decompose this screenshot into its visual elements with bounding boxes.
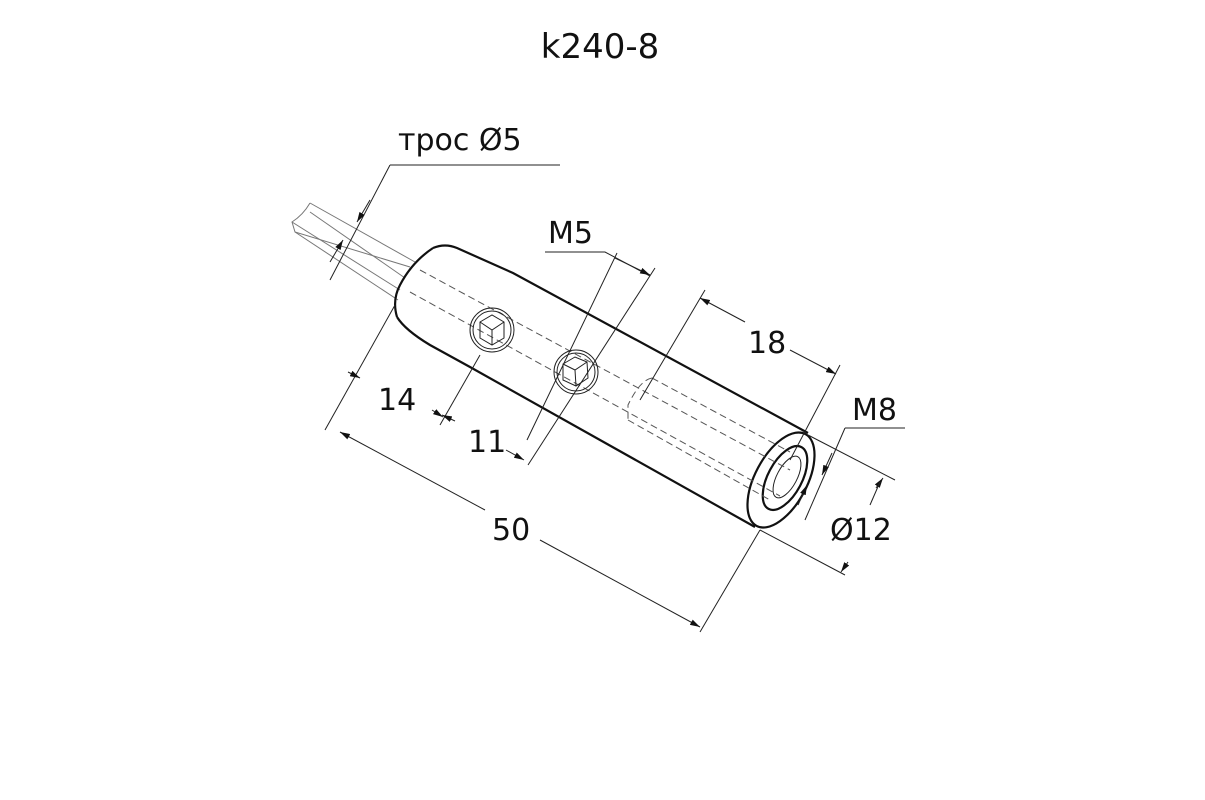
m8-label: M8	[852, 393, 897, 428]
drawing-title: k240-8	[541, 27, 660, 67]
end-face-bore	[772, 455, 802, 499]
cable-label: трос Ø5	[398, 123, 522, 158]
connector-body	[393, 244, 816, 529]
end-face-thread	[761, 444, 809, 512]
end-face-outer	[746, 431, 816, 529]
set-screw-1	[469, 307, 515, 353]
set-screw-2	[553, 349, 599, 395]
cable	[291, 202, 416, 301]
dim-50-label: 50	[492, 513, 530, 548]
diameter-12-label: Ø12	[830, 513, 892, 548]
m5-label: M5	[548, 216, 593, 251]
dim-18-label: 18	[748, 326, 786, 361]
dim-14-label: 14	[378, 383, 416, 418]
dim-11-label: 11	[468, 425, 506, 460]
dimension-lines	[324, 164, 905, 633]
